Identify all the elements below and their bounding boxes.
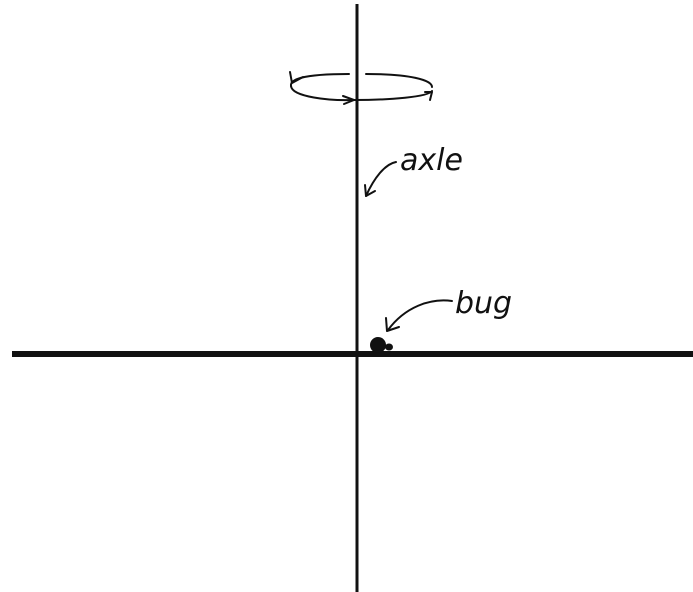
- axle-label: axle: [400, 143, 463, 178]
- rotation-arrow-icon: [290, 72, 432, 104]
- bug-icon: [370, 337, 393, 353]
- axle-pointer-arrow: [365, 162, 396, 196]
- bug-label: bug: [455, 286, 512, 321]
- bug-pointer-arrow: [386, 300, 452, 331]
